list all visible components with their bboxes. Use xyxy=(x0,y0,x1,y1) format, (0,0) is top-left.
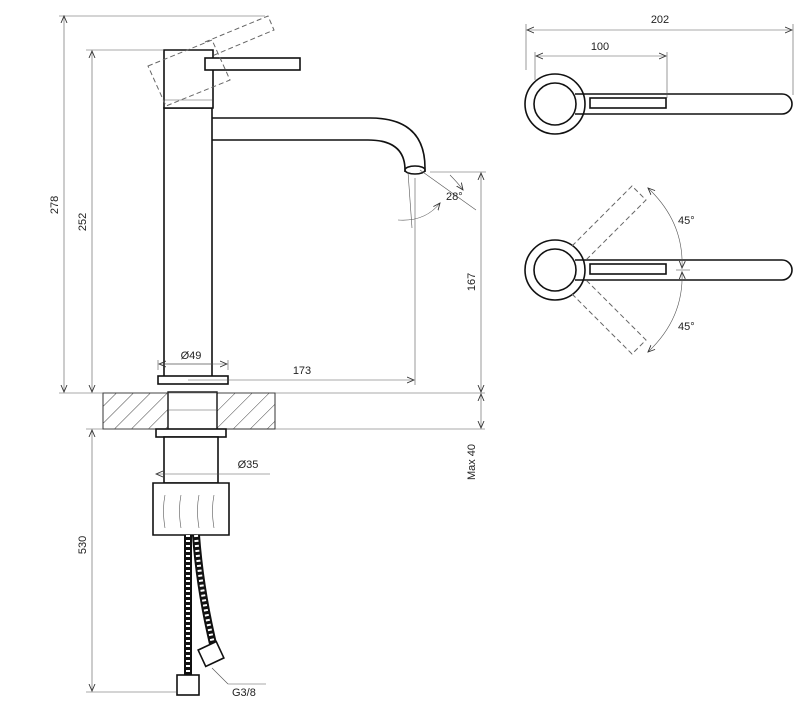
dim-label-45deg-up: 45° xyxy=(678,215,695,227)
top-view-rotation: 45° 45° xyxy=(524,185,793,355)
faucet-body xyxy=(157,107,229,385)
dim-label-530: 530 xyxy=(77,536,89,554)
dim-label-167: 167 xyxy=(466,273,478,291)
side-view: 278 252 167 173 Ø49 xyxy=(49,16,486,699)
mounting-shank xyxy=(152,428,230,536)
dim-hose-length: 530 xyxy=(77,428,176,693)
dim-body-height: 252 xyxy=(77,49,164,392)
dim-label-max40: Max 40 xyxy=(466,444,478,480)
dim-spout-height: 167 xyxy=(430,171,486,392)
dim-label-202: 202 xyxy=(651,14,669,26)
dim-hose-thread: G3/8 xyxy=(211,667,266,699)
faucet-spout xyxy=(212,117,477,229)
dim-label-100: 100 xyxy=(591,41,609,53)
dim-label-278: 278 xyxy=(49,196,61,214)
dim-total-height: 278 xyxy=(49,16,265,392)
dim-spout-reach: 173 xyxy=(188,178,416,385)
dim-label-g38: G3/8 xyxy=(232,687,256,699)
dim-max-deck: Max 40 xyxy=(466,394,481,480)
dim-label-173: 173 xyxy=(293,365,311,377)
top-view-dimensions: 202 100 xyxy=(524,14,794,135)
dim-shank-diameter: Ø35 xyxy=(156,459,270,474)
faucet-handle xyxy=(147,15,301,109)
supply-hoses xyxy=(176,534,225,696)
dim-label-d35: Ø35 xyxy=(238,459,259,471)
dim-label-45deg-down: 45° xyxy=(678,321,695,333)
dim-label-252: 252 xyxy=(77,213,89,231)
dim-label-28deg: 28° xyxy=(446,191,463,203)
dim-body-diameter: Ø49 xyxy=(157,350,229,370)
countertop xyxy=(59,391,485,431)
dim-label-d49: Ø49 xyxy=(181,350,202,362)
